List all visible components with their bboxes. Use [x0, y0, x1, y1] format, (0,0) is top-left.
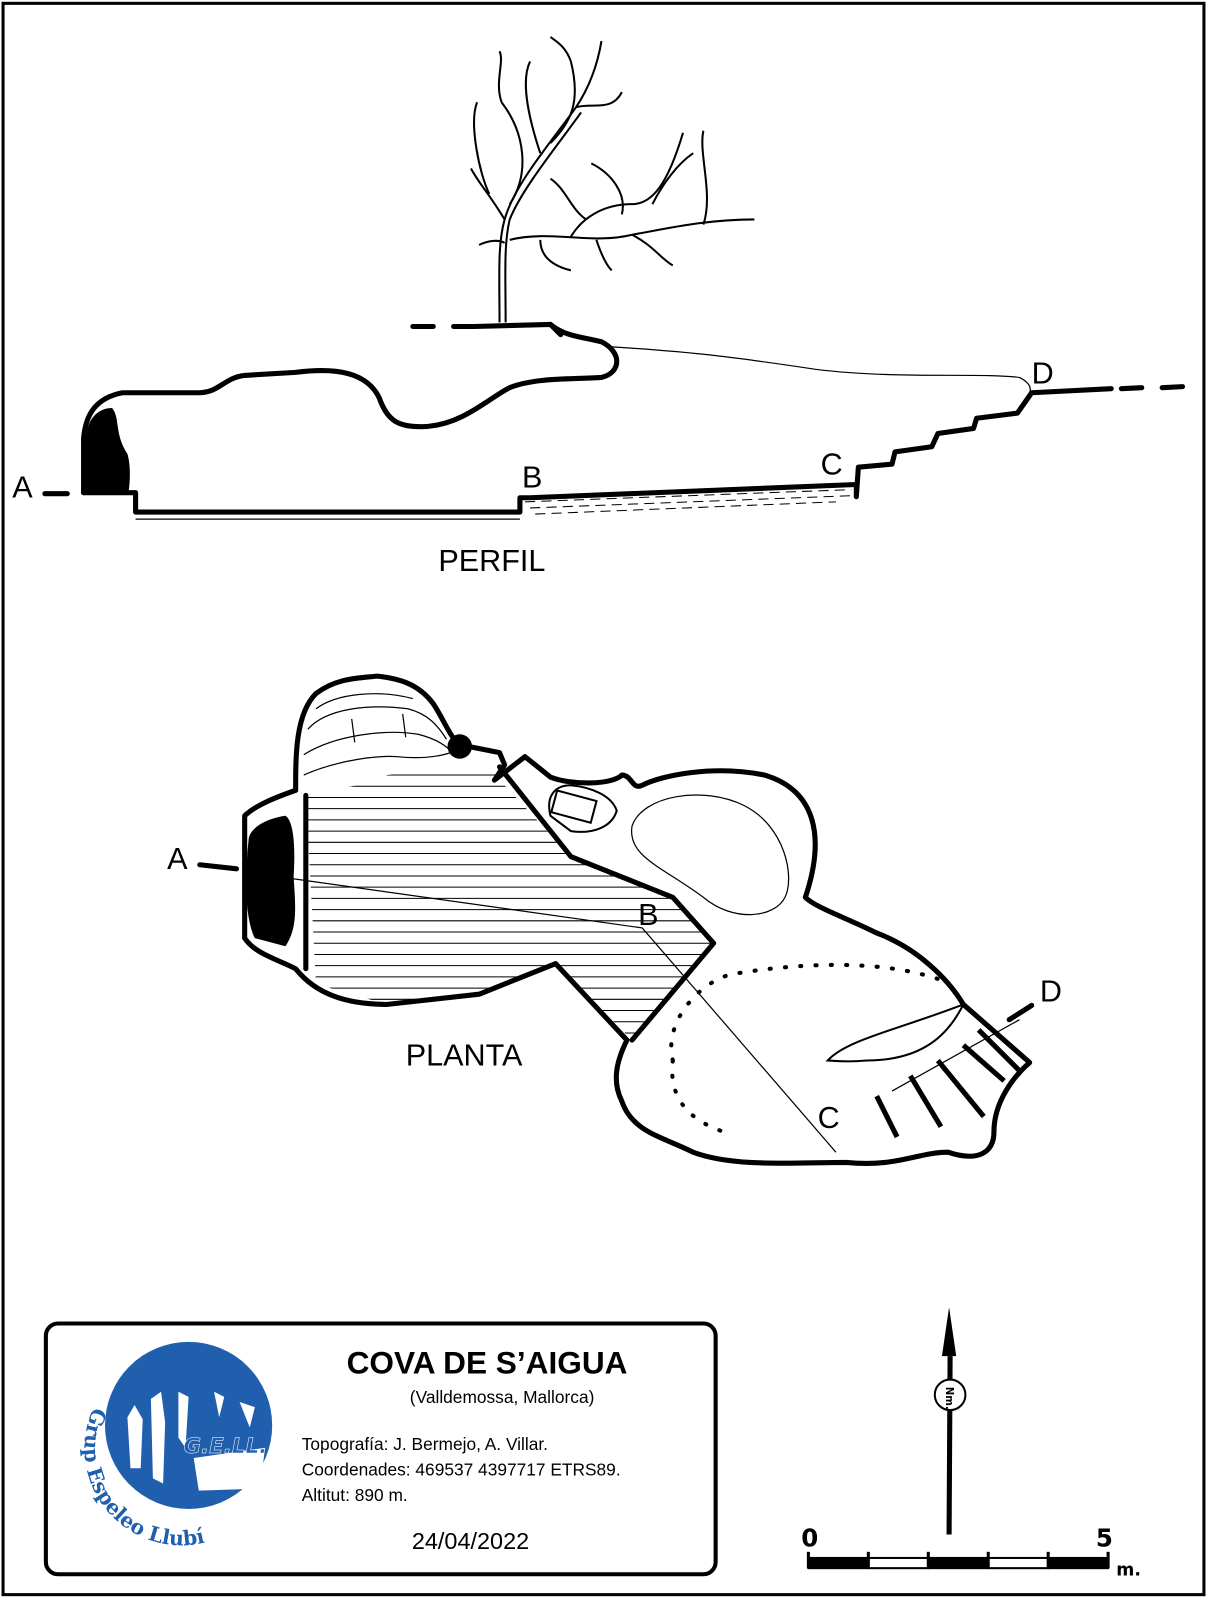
entrance-rock — [85, 408, 130, 493]
tree-drawing — [470, 36, 755, 323]
profile-station-a: A — [12, 471, 33, 505]
scale-start-label: 0 — [801, 1524, 818, 1553]
surface-slope — [611, 346, 1031, 393]
scale-segment — [807, 1556, 870, 1570]
plan-station-b: B — [638, 898, 658, 932]
topography-credit: Topografía: J. Bermejo, A. Villar. — [302, 1434, 548, 1454]
coordinates: Coordenades: 469537 4397717 ETRS89. — [302, 1459, 621, 1479]
cave-ceiling-profile — [81, 321, 620, 496]
profile-station-d: D — [1032, 357, 1054, 391]
cave-outline-plan — [242, 673, 1033, 1166]
north-arrow-label: Nm. — [943, 1387, 954, 1410]
inner-pool — [631, 794, 790, 916]
cave-title: COVA DE S’AIGUA — [347, 1344, 628, 1380]
rock-formation — [825, 1002, 966, 1063]
north-arrow: Nm. — [933, 1307, 967, 1535]
plan-station-d: D — [1040, 974, 1062, 1008]
station-d-mark-plan — [1006, 1002, 1035, 1023]
hatched-block — [550, 789, 598, 824]
cave-location: (Valldemossa, Mallorca) — [410, 1387, 595, 1407]
scale-end-label: 5 — [1096, 1524, 1113, 1553]
passage-divider — [303, 764, 717, 1043]
plan-station-c: C — [818, 1101, 840, 1135]
gell-logo: G.E.LL. Grup Espeleo Llubí — [79, 1341, 273, 1551]
plan-section: A B C D PLANTA — [167, 673, 1062, 1166]
station-a-mark-plan — [197, 862, 240, 872]
shaft-marker — [447, 734, 472, 759]
profile-station-b: B — [522, 461, 542, 495]
scale-segment — [987, 1556, 1050, 1570]
scale-segment — [1047, 1556, 1110, 1570]
side-chamber — [548, 784, 618, 833]
legend-box: G.E.LL. Grup Espeleo Llubí COVA DE S’AIG… — [43, 1321, 718, 1577]
scale-unit: m. — [1116, 1560, 1141, 1580]
cave-floor-profile — [81, 386, 1114, 515]
dotted-boundary — [669, 962, 940, 1134]
scale-segment — [867, 1556, 930, 1570]
scale-bar: 0 5 m. — [801, 1524, 1141, 1581]
plan-label: PLANTA — [406, 1039, 523, 1073]
plan-station-a: A — [167, 842, 188, 876]
logo-initials: G.E.LL. — [183, 1434, 267, 1459]
scale-segment — [927, 1556, 990, 1570]
water-pool — [524, 489, 852, 515]
altitude: Altitut: 890 m. — [302, 1485, 408, 1505]
entrance-block-plan — [246, 815, 296, 947]
slope-contours — [303, 693, 458, 776]
survey-line — [244, 871, 1020, 1153]
step-marks — [874, 1028, 1022, 1139]
survey-date: 24/04/2022 — [412, 1528, 529, 1554]
profile-section: A B C D PERFIL — [12, 36, 1186, 578]
profile-label: PERFIL — [438, 544, 545, 578]
ground-surface-right — [1118, 384, 1186, 392]
profile-station-c: C — [821, 447, 843, 481]
